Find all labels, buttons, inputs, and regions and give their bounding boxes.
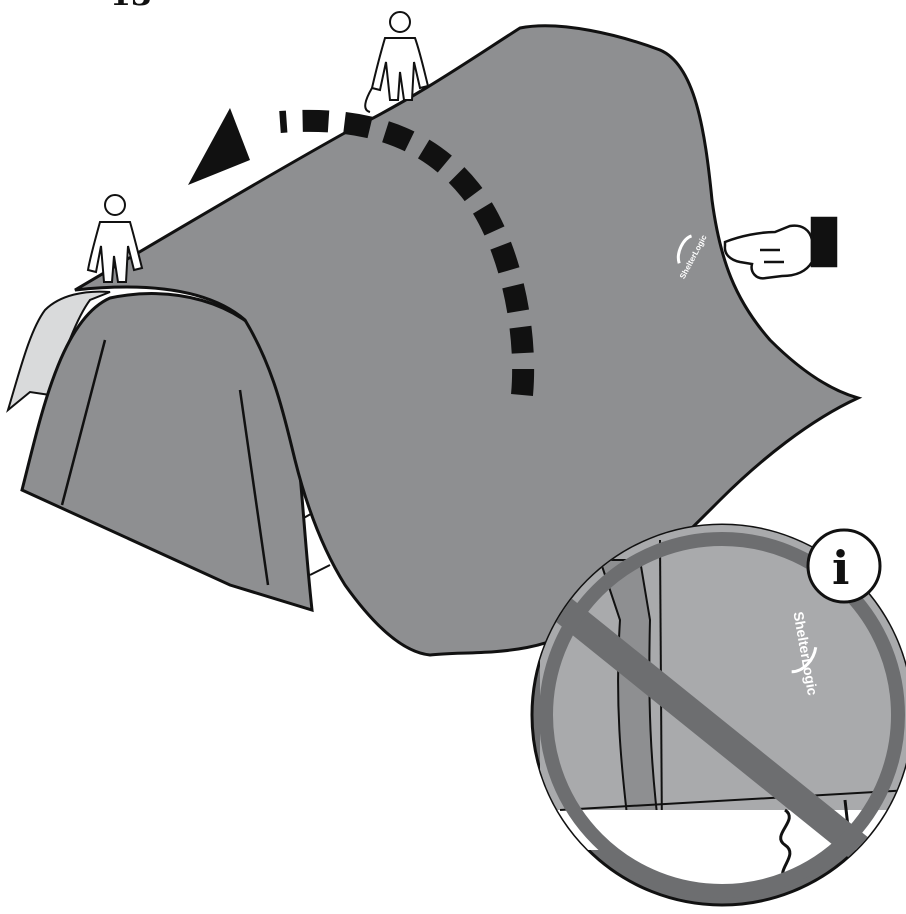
pointing-hand-icon [725, 218, 836, 278]
svg-text:i: i [832, 541, 849, 595]
info-icon: i [808, 530, 880, 602]
person-icon [88, 195, 142, 282]
arrow-head [188, 108, 250, 185]
step-number: 13 [110, 0, 152, 13]
